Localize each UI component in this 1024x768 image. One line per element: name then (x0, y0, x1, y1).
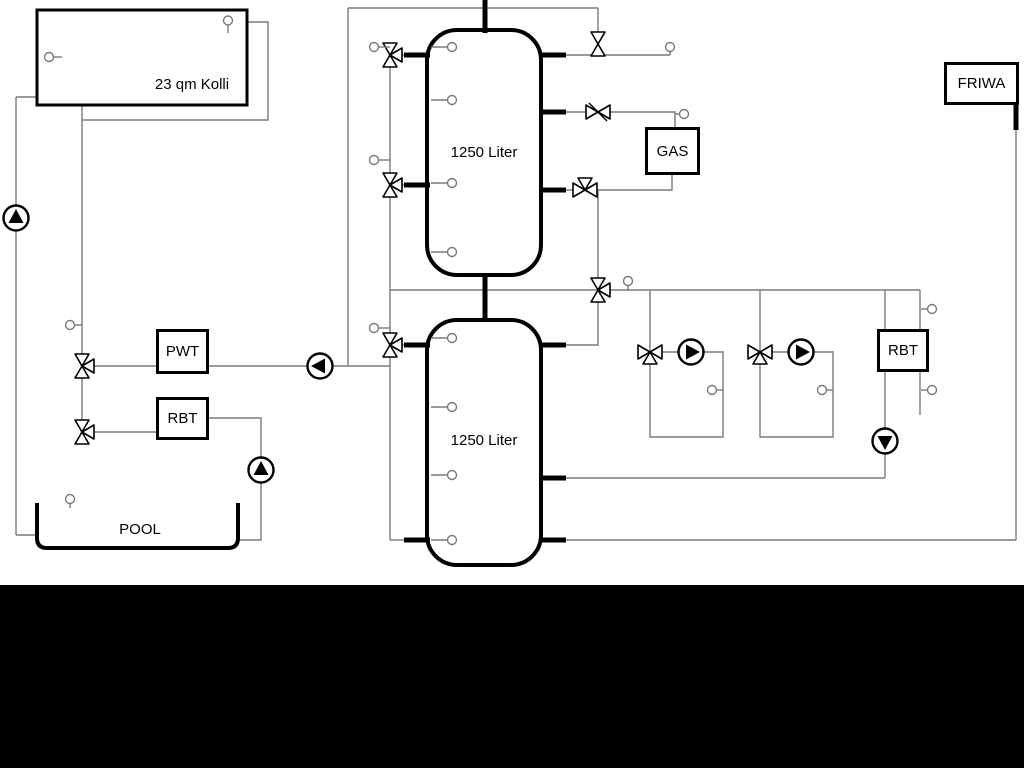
temperature-sensor-icon (622, 275, 634, 291)
temperature-sensor-icon (431, 41, 458, 53)
temperature-sensor-icon (43, 51, 62, 63)
temperature-sensor-icon (431, 94, 458, 106)
bottom-black-bar (0, 585, 1024, 768)
buffer-tank-top-label: 1250 Liter (450, 144, 518, 161)
temperature-sensor-icon (431, 177, 458, 189)
temperature-sensor-icon (368, 154, 390, 166)
pool-label: POOL (119, 521, 161, 538)
tank-top-outlet-valve-icon (590, 31, 606, 57)
buffer-tank-bottom-label: 1250 Liter (450, 432, 518, 449)
tank-mid-charge-valve-icon (382, 172, 403, 198)
temperature-sensor-icon (675, 108, 690, 120)
hydraulic-diagram-canvas (2, 0, 1019, 567)
solar-pump-icon (2, 204, 30, 232)
pwt-heat-exchanger-box: PWT (156, 329, 209, 374)
rbt-pump-icon (871, 427, 899, 455)
temperature-sensor-icon (921, 384, 938, 396)
temperature-sensor-icon (431, 534, 458, 546)
temperature-sensor-icon (921, 303, 938, 315)
heating-circuit-1-mixing-valve-icon (637, 344, 663, 365)
heating-circuit-2-pump-icon (787, 338, 815, 366)
solar-collector-outline (35, 8, 249, 107)
collector-label: 23 qm Kolli (154, 76, 230, 93)
pool-outline (35, 503, 240, 550)
tank-bottom-charge-valve-icon (382, 332, 403, 358)
friwa-station-box: FRIWA (944, 62, 1019, 105)
temperature-sensor-icon (816, 384, 833, 396)
temperature-sensor-icon (431, 332, 458, 344)
distribution-valve-icon (590, 277, 611, 303)
gas-return-valve-icon (572, 177, 598, 198)
gas-boiler-box: GAS (645, 127, 700, 175)
pool-pump-icon (247, 456, 275, 484)
rbt-heat-exchanger-left-box: RBT (156, 397, 209, 440)
gas-supply-check-valve-icon (585, 102, 611, 122)
temperature-sensor-icon (431, 401, 458, 413)
temperature-sensor-icon (664, 41, 676, 55)
temperature-sensor-icon (431, 246, 458, 258)
heating-circuit-1-pump-icon (677, 338, 705, 366)
pwt-pump-icon (306, 352, 334, 380)
temperature-sensor-icon (368, 41, 390, 53)
temperature-sensor-icon (368, 322, 390, 334)
tank-top-charge-valve-icon (382, 42, 403, 68)
pipe-thick-connections (404, 0, 1019, 543)
temperature-sensor-icon (222, 15, 234, 33)
temperature-sensor-icon (64, 319, 82, 331)
solar-pwt-valve-icon (74, 353, 95, 379)
temperature-sensor-icon (706, 384, 723, 396)
temperature-sensor-icon (431, 469, 458, 481)
solar-rbt-valve-icon (74, 419, 95, 445)
rbt-heat-exchanger-right-box: RBT (877, 329, 929, 372)
temperature-sensor-icon (64, 493, 76, 508)
heating-circuit-2-mixing-valve-icon (747, 344, 773, 365)
